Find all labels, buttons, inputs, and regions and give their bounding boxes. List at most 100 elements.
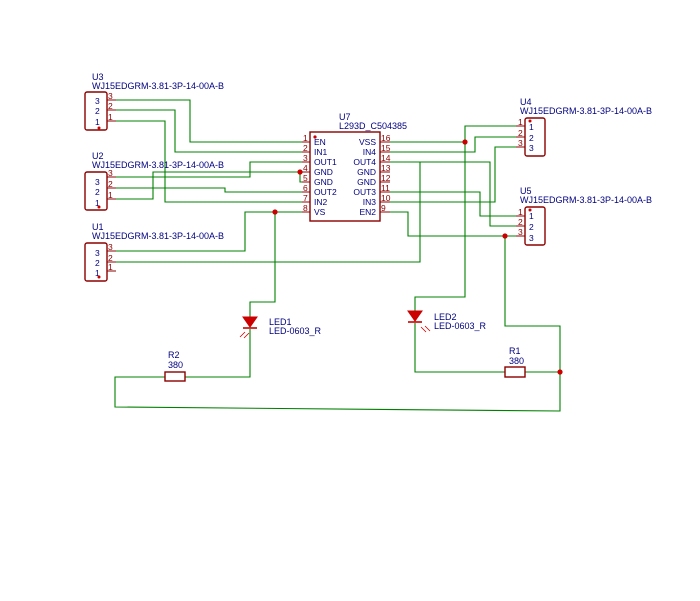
u3-pin1-dot [97,126,101,130]
junction-u5-p3 [502,233,508,239]
led-led1[interactable]: LED1 LED-0603_R [239,316,322,339]
u1-ref: U1 [92,222,104,232]
connector-u1[interactable]: U1 WJ15EDGRM-3.81-3P-14-00A-B 3 2 1 3 2 … [84,222,224,282]
r1-body [504,366,526,378]
led2-symbol [407,310,423,322]
u7-pinnum-14: 14 [381,153,391,163]
u7-pinnum-5: 5 [303,173,308,183]
wire-vs-led1[interactable] [249,212,276,317]
wire-vss-u4-p1[interactable] [380,125,525,143]
connector-u4[interactable]: U4 WJ15EDGRM-3.81-3P-14-00A-B 1 2 3 1 2 … [516,97,652,157]
u7-pinnum-4: 4 [303,163,308,173]
u3-body [84,91,108,131]
wire-led1-r2[interactable] [185,329,251,378]
u3-pinnum-1: 1 [108,112,113,122]
led1-value: LED-0603_R [269,326,322,336]
wire-u3-p2-in1[interactable] [107,109,310,153]
u4-value: WJ15EDGRM-3.81-3P-14-00A-B [520,106,652,116]
wire-in3-u5-p2[interactable] [380,146,525,203]
u5-body [524,206,546,246]
led2-ref: LED2 [434,312,457,322]
connector-u2[interactable]: U2 WJ15EDGRM-3.81-3P-14-00A-B 3 2 1 3 2 … [84,151,224,211]
led1-ref: LED1 [269,317,292,327]
u7-pin-vs: VS [314,207,326,217]
u3-pin-1: 1 [95,117,100,127]
u5-ref: U5 [520,186,532,196]
u2-pinnum-3: 3 [108,168,113,178]
u7-pinnum-12: 12 [381,173,391,183]
u1-pin-3: 3 [95,248,100,258]
u7-pinnum-6: 6 [303,183,308,193]
u3-pinnum-3: 3 [108,91,113,101]
u7-pinnum-3: 3 [303,153,308,163]
wire-u2-p2-out2[interactable] [107,187,310,193]
wire-group [107,99,561,412]
junction-r1 [557,369,563,375]
u1-pinnum-3: 3 [108,242,113,252]
u1-value: WJ15EDGRM-3.81-3P-14-00A-B [92,231,224,241]
u7-pin-gnd12: GND [357,177,376,187]
u5-pin1-dot [528,208,532,212]
u1-pinnum-2: 2 [108,253,113,263]
wire-led2-r1[interactable] [414,323,505,373]
u4-pin-3: 3 [529,143,534,153]
wire-u2-p1-gnd[interactable] [107,171,310,200]
wire-en2-u5-p3[interactable] [380,211,505,237]
resistor-r1[interactable]: R1 380 [504,346,526,378]
u7-pin-gnd13: GND [357,167,376,177]
u7-pin-gnd5: GND [314,177,333,187]
u7-pin-out3: OUT3 [353,187,376,197]
u7-ref: U7 [339,112,351,122]
wire-u3-p1-in2[interactable] [107,120,310,203]
led2-emission-icon [420,325,431,333]
u7-pinnum-15: 15 [381,143,391,153]
u4-pin1-dot [528,119,532,123]
r1-value: 380 [509,356,524,366]
wire-r2-loop[interactable] [114,372,561,412]
u2-value: WJ15EDGRM-3.81-3P-14-00A-B [92,160,224,170]
u1-pin-2: 2 [95,258,100,268]
wire-out4-u5-p1[interactable] [380,161,525,227]
u3-ref: U3 [92,72,104,82]
led1-symbol [242,316,258,328]
u7-pinnum-13: 13 [381,163,391,173]
wire-node-u5-p3[interactable] [504,235,561,372]
u5-value: WJ15EDGRM-3.81-3P-14-00A-B [520,195,652,205]
u7-value: L293D_C504385 [339,121,407,131]
ic-u7[interactable]: U7 L293D_C504385 1 2 3 4 5 6 7 8 EN IN1 … [302,112,407,222]
connector-u3[interactable]: U3 WJ15EDGRM-3.81-3P-14-00A-B 3 2 1 3 2 … [84,72,224,131]
u4-pinnum-2: 2 [518,128,523,138]
u7-body [309,131,381,222]
u7-pin-in2: IN2 [314,197,328,207]
u3-pin-3: 3 [95,96,100,106]
u7-pinnum-16: 16 [381,133,391,143]
u4-pin-2: 2 [529,133,534,143]
resistor-r2[interactable]: R2 380 [164,350,186,382]
wire-out3-u4-p3[interactable] [380,191,525,217]
wire-vss-led2[interactable] [414,142,466,311]
u5-pin-1: 1 [529,211,534,221]
wire-u2-p3-out1[interactable] [107,161,310,178]
u4-pin-1: 1 [529,122,534,132]
u7-pin-in4: IN4 [363,147,377,157]
u7-left-pins: 1 2 3 4 5 6 7 8 EN IN1 OUT1 GND GND OUT2… [302,133,337,217]
u4-pinnum-3: 3 [518,138,523,148]
u4-body [524,117,546,157]
u7-pinnum-7: 7 [303,193,308,203]
u2-ref: U2 [92,151,104,161]
u5-pinnum-3: 3 [518,227,523,237]
wire-u3-p3-en[interactable] [107,99,310,143]
connector-u5[interactable]: U5 WJ15EDGRM-3.81-3P-14-00A-B 1 2 3 1 2 … [516,186,652,246]
u7-pinnum-1: 1 [303,133,308,143]
led-led2[interactable]: LED2 LED-0603_R [407,310,487,333]
u7-pinnum-8: 8 [303,203,308,213]
u1-pin1-dot [97,275,101,279]
u7-pinnum-2: 2 [303,143,308,153]
u7-right-pins: 16 15 14 13 12 11 10 9 VSS IN4 OUT4 GND … [353,133,390,217]
junction-group [272,139,563,375]
u7-pinnum-11: 11 [381,183,390,193]
wire-in4-u4-p2[interactable] [380,136,525,153]
u7-pin-in1: IN1 [314,147,328,157]
u2-pin1-dot [97,205,101,209]
